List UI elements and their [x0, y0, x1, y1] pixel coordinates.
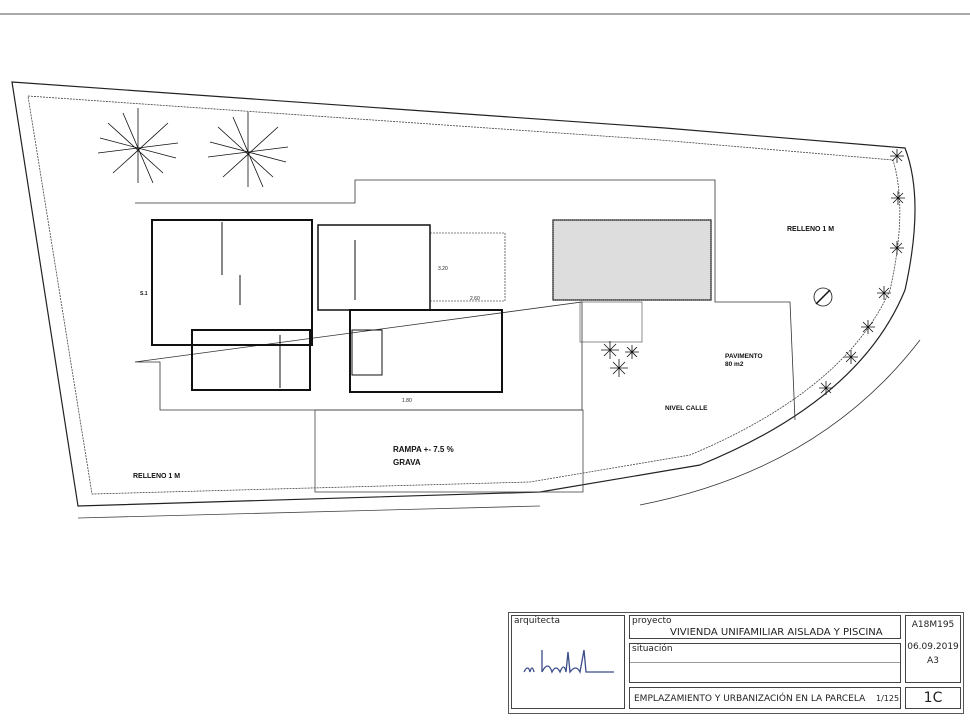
project-code: A18M195: [911, 620, 955, 630]
architect-cell: arquitecta: [511, 615, 625, 709]
platform-outline: [134, 179, 796, 421]
location-label: situación: [632, 644, 673, 654]
palm-tree-icons: [97, 108, 905, 395]
north-arrow-icon: [813, 287, 833, 307]
section-marker: S.1: [140, 291, 148, 297]
label-relleno-left: RELLENO 1 M: [133, 473, 180, 480]
ramp: [314, 409, 584, 493]
date: 06.09.2019: [907, 642, 959, 652]
house: [151, 219, 506, 393]
drawing-title: EMPLAZAMIENTO Y URBANIZACIÓN EN LA PARCE…: [634, 694, 866, 704]
sheet-cell: 1C: [905, 687, 961, 709]
paper-size: A3: [927, 656, 939, 666]
bottom-line: [77, 505, 541, 519]
label-pavimento: PAVIMENTO: [725, 353, 763, 360]
dim-height: 3.20: [438, 266, 448, 272]
sheet-number: 1C: [923, 690, 943, 706]
code-cell: A18M195 06.09.2019 A3: [905, 615, 961, 683]
project-name: VIVIENDA UNIFAMILIAR AISLADA Y PISCINA: [670, 627, 883, 638]
dim-window: 1.80: [402, 398, 412, 404]
drawing-title-cell: EMPLAZAMIENTO Y URBANIZACIÓN EN LA PARCE…: [629, 687, 901, 709]
label-pavimento-area: 80 m2: [725, 361, 744, 368]
project-cell: proyecto VIVIENDA UNIFAMILIAR AISLADA Y …: [629, 615, 901, 639]
title-block: arquitecta proyecto VIVIENDA UNIFAMILIAR…: [508, 612, 964, 714]
project-label: proyecto: [632, 616, 672, 626]
drawing-scale: 1/125: [876, 694, 900, 703]
swimming-pool: [552, 219, 712, 343]
location-cell: situación: [629, 643, 901, 683]
signature: [523, 649, 614, 675]
site-boundary: [11, 81, 916, 507]
dim-terrace: 2.60: [470, 296, 480, 302]
site-boundary-inner: [27, 95, 901, 495]
label-nivel-calle: NIVEL CALLE: [665, 405, 708, 412]
label-rampa: RAMPA +- 7.5 %: [393, 445, 454, 454]
architect-label: arquitecta: [514, 616, 561, 626]
street-curve: [639, 339, 921, 506]
label-grava: GRAVA: [393, 458, 421, 467]
label-relleno-right: RELLENO 1 M: [787, 226, 834, 233]
